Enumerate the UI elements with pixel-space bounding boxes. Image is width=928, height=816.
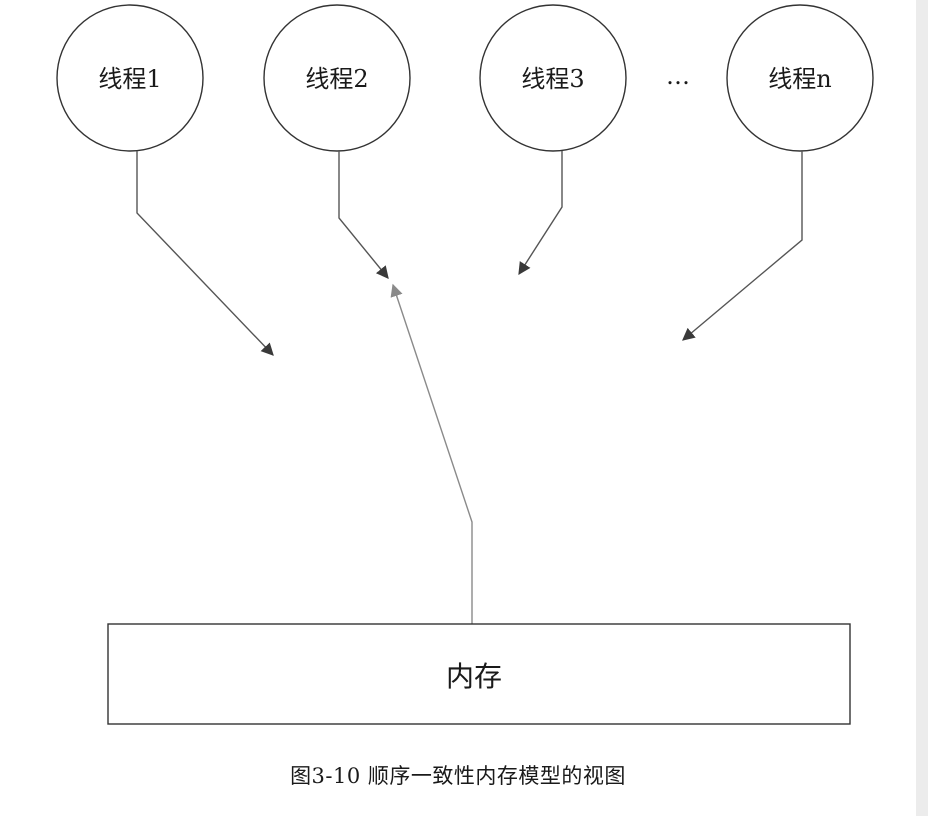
arrow-thread-1: [136, 151, 274, 356]
page-edge-strip: [916, 0, 928, 816]
ellipsis-text: …: [666, 62, 690, 90]
thread-node-3: 线程3: [479, 4, 627, 152]
thread-label-n: 线程n: [768, 65, 831, 93]
sequential-consistency-diagram: 线程1 线程2 线程3 … 线程n 内存: [56, 4, 874, 725]
memory-box: [107, 623, 851, 725]
figure-caption: 图3-10 顺序一致性内存模型的视图: [290, 764, 626, 788]
arrow-thread-n: [682, 151, 803, 341]
thread-node-n: 线程n: [726, 4, 874, 152]
thread-circle-n: [726, 4, 874, 152]
thread-label-3: 线程3: [521, 65, 584, 93]
thread-circle-2: [263, 4, 411, 152]
thread-node-2: 线程2: [263, 4, 411, 152]
thread-circle-1: [56, 4, 204, 152]
thread-node-1: 线程1: [56, 4, 204, 152]
arrow-thread-2: [338, 151, 389, 279]
arrow-thread-3: [518, 151, 563, 276]
thread-label-1: 线程1: [98, 65, 161, 93]
memory-block: 内存: [107, 623, 851, 725]
thread-label-2: 线程2: [305, 65, 368, 93]
memory-label: 内存: [446, 660, 502, 693]
memory-switch-arm: [390, 283, 473, 624]
thread-circle-3: [479, 4, 627, 152]
